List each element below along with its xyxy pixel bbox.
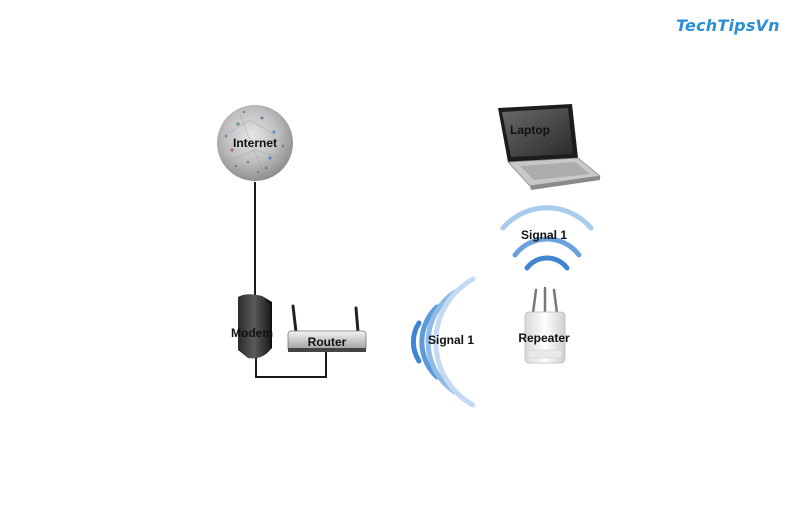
modem-label: Modem [231,326,273,340]
router-wifi-signal-icon [410,276,476,408]
router-signal-label: Signal 1 [428,333,474,347]
internet-label: Internet [233,136,277,150]
laptop-icon [498,104,601,190]
modem-router-cable [255,352,327,378]
repeater-icon [524,286,566,364]
repeater-wifi-signal-icon [500,205,594,271]
router-label: Router [308,335,347,349]
laptop-label: Laptop [510,123,550,137]
internet-globe-icon [217,105,293,181]
modem-icon [238,294,272,359]
repeater-label: Repeater [518,331,570,345]
repeater-signal-label: Signal 1 [521,228,567,242]
router-icon [287,304,367,352]
brand-logo: TechTipsVn [676,16,780,35]
